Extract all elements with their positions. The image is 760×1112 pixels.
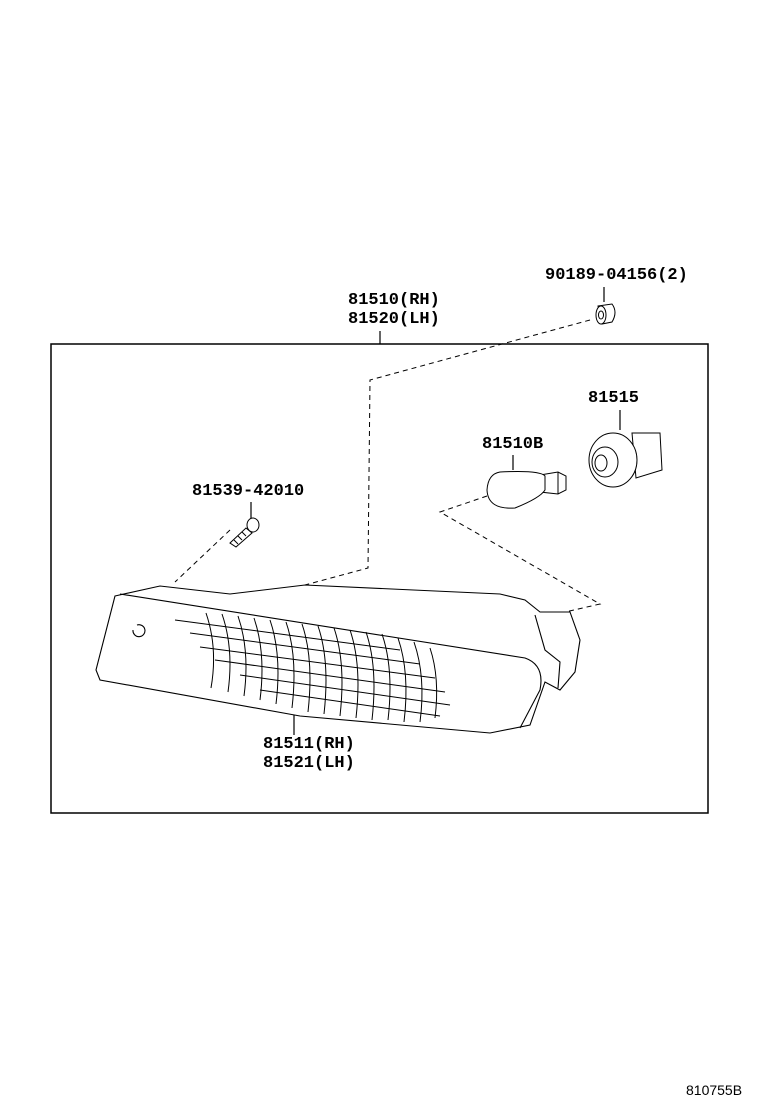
assembly-frame (50, 343, 709, 814)
part-number-socket: 81515 (588, 389, 640, 408)
part-number-assembly-lh: 81520(LH) (348, 310, 440, 329)
part-number-bulb: 81510B (482, 435, 544, 454)
part-label-screw: 81539-42010 (192, 482, 304, 501)
turn-signal-lamp-icon (95, 584, 581, 734)
clip-icon (595, 303, 616, 325)
dashed-assembly-lines (174, 319, 602, 613)
bulb-icon (486, 471, 567, 509)
socket-icon (588, 432, 663, 488)
part-label-bulb: 81510B (482, 435, 543, 454)
part-label-socket: 81515 (588, 389, 639, 408)
part-number-clip: 90189-04156(2) (545, 266, 688, 285)
part-number-screw: 81539-42010 (192, 482, 305, 501)
part-label-lens: 81511(RH) 81521(LH) (263, 735, 355, 773)
part-label-clip: 90189-04156(2) (545, 266, 688, 285)
part-number-assembly-rh: 81510(RH) (348, 291, 440, 310)
screw-icon (229, 517, 260, 548)
part-number-lens-rh: 81511(RH) (263, 735, 355, 754)
part-number-lens-lh: 81521(LH) (263, 754, 355, 773)
part-label-assembly: 81510(RH) 81520(LH) (348, 291, 440, 329)
figure-code: 810755B (686, 1082, 743, 1098)
